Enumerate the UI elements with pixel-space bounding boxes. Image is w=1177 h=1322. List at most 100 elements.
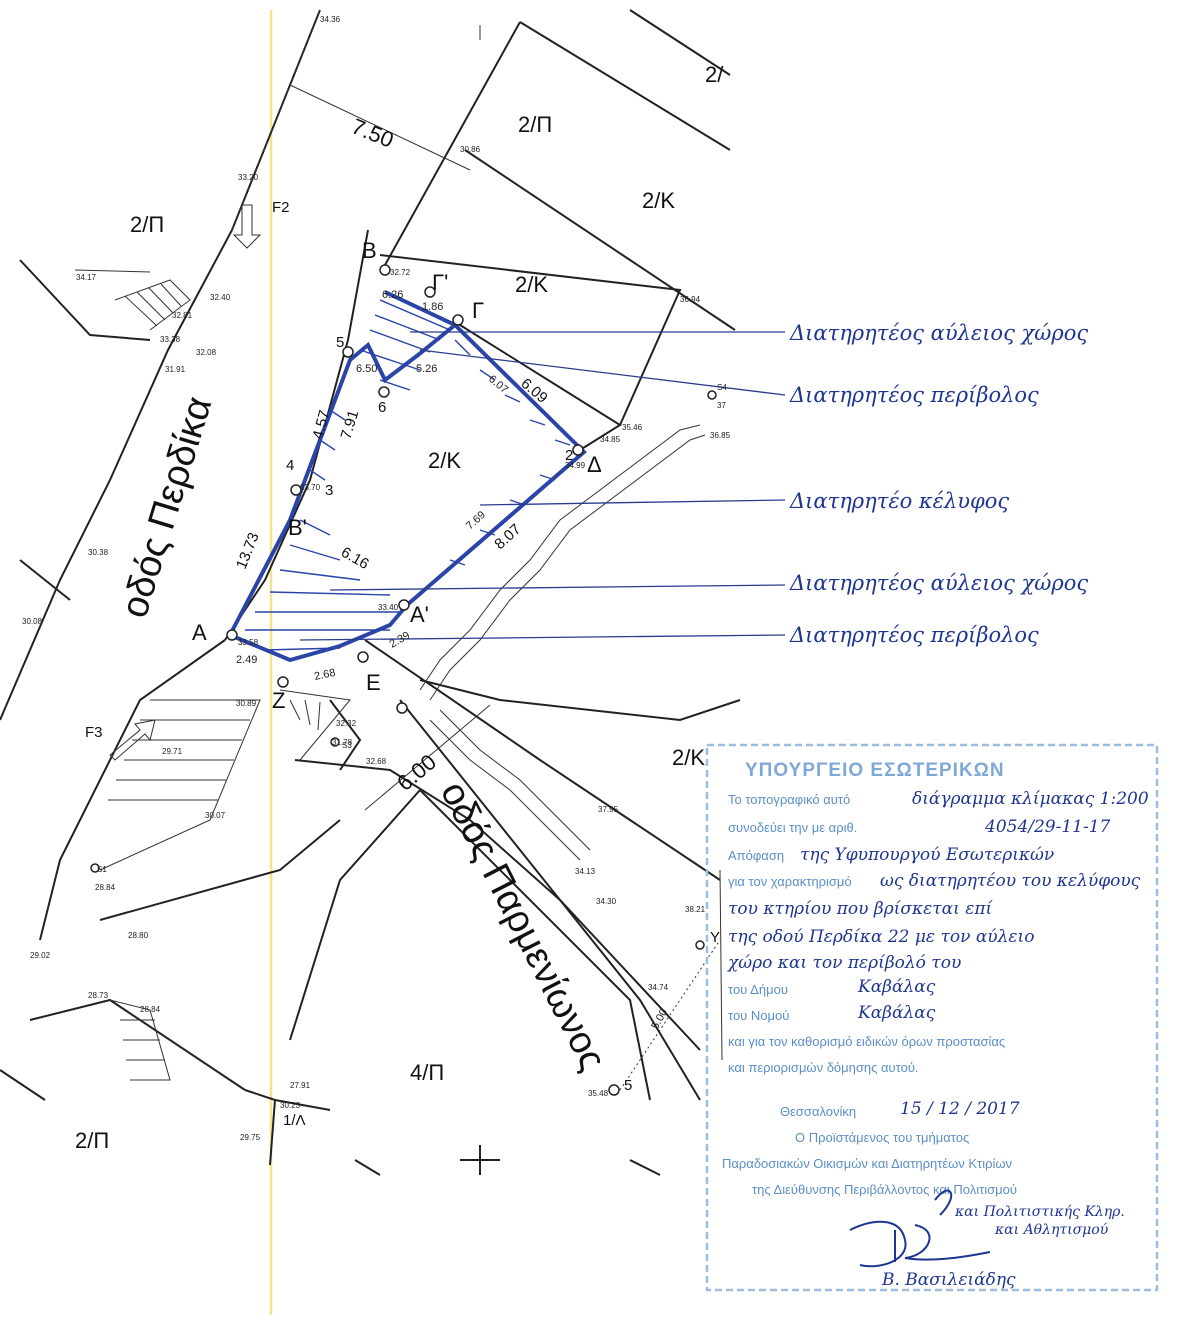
elevation: 35.46	[622, 423, 643, 432]
stamp-text: Απόφαση	[728, 848, 784, 863]
protected-boundary	[227, 290, 587, 663]
point-label: 6	[378, 399, 386, 416]
stamp-handwriting: Καβάλας	[857, 1003, 936, 1023]
elevation: 34.30	[596, 897, 617, 906]
elevation: 28.84	[140, 1005, 161, 1014]
annotation-enclosure: Διατηρητέος περίβολος	[789, 623, 1039, 647]
elevation: 30.08	[22, 617, 43, 626]
stamp-handwriting: της οδού Περδίκα 22 με τον αύλειο	[728, 927, 1034, 947]
point-label: 5	[624, 1077, 632, 1094]
stamp-text: συνοδεύει την με αριθ.	[728, 820, 857, 835]
dimension: 2.68	[313, 667, 336, 683]
elevation: 38.21	[685, 905, 706, 914]
point-label: Δ	[587, 452, 602, 477]
stamp-text: Παραδοσιακών Οικισμών και Διατηρητέων Κτ…	[722, 1156, 1012, 1171]
point-label: 5	[336, 334, 344, 351]
elevation: 34.17	[76, 273, 97, 282]
elevation: 33.70	[300, 483, 321, 492]
dimension: 7.50	[348, 113, 397, 152]
dimension: 6.00	[392, 749, 441, 796]
elevation: 33.38	[160, 335, 181, 344]
stamp-text: και περιορισμών δόμησης αυτού.	[728, 1060, 919, 1075]
parcel-label: 2/Π	[130, 212, 164, 237]
stamp-handwriting: και Αθλητισμού	[994, 1222, 1109, 1238]
point-label: 3	[325, 482, 333, 499]
elevation: 31.91	[165, 365, 186, 374]
parcel-label: 2/	[705, 62, 724, 87]
elevation: 32.32	[336, 719, 357, 728]
point-label: Γ	[472, 298, 484, 323]
elevation: 37	[717, 401, 726, 410]
annotation-enclosure: Διατηρητέος περίβολος	[789, 383, 1039, 407]
elevation: 34.74	[648, 983, 669, 992]
parcel-label: 2/Κ	[515, 272, 548, 297]
point-label: Α'	[410, 602, 429, 627]
dimension: 13.73	[233, 530, 263, 571]
survey-point-markers	[90, 264, 717, 1096]
elevation: 36.85	[710, 431, 731, 440]
elevation: 34.36	[320, 15, 341, 24]
elevation: 34.13	[575, 867, 596, 876]
point-label: Β'	[288, 515, 307, 540]
elevation: 32.68	[366, 757, 387, 766]
elevation: 30.89	[236, 699, 257, 708]
elevation: 27.91	[290, 1081, 311, 1090]
elevation: 33.20	[238, 173, 259, 182]
stamp-handwriting: 4054/29-11-17	[984, 817, 1111, 837]
point-label: Β	[362, 238, 377, 263]
annotation-courtyard: Διατηρητέος αύλειος χώρος	[789, 321, 1088, 345]
stamp-text: Ο Προϊστάμενος του τμήματος	[795, 1130, 969, 1145]
stamp-text: του Νομού	[728, 1008, 789, 1023]
stamp-handwriting: του κτηρίου που βρίσκεται επί	[728, 899, 994, 919]
flow-arrows	[109, 204, 262, 761]
point-label: Γ'	[432, 270, 448, 295]
point-label: Α	[192, 620, 207, 645]
elevation: 34.99	[565, 461, 586, 470]
dimension: 4.57	[309, 408, 333, 441]
stamp-text: για τον χαρακτηρισμό	[728, 874, 852, 889]
parcel-label: 1/Λ	[283, 1112, 306, 1129]
stamp-text: του Δήμου	[728, 982, 788, 997]
station: S4	[717, 383, 727, 392]
stamp-text: Το τοπογραφικό αυτό	[728, 792, 850, 807]
elevation: 29.75	[240, 1133, 261, 1142]
dimension: 2.39	[388, 629, 413, 650]
dimension: 7.91	[338, 408, 363, 441]
street-perdika: οδός Περδίκα	[113, 392, 220, 623]
stamp-handwriting: Καβάλας	[857, 977, 936, 997]
parcel-label: 2/Κ	[672, 745, 705, 770]
dimension: 7.69	[464, 509, 488, 532]
elevation: 28.73	[88, 991, 109, 1000]
parcel-label: 2/Π	[75, 1128, 109, 1153]
elevation: 30.86	[460, 145, 481, 154]
elevation: 32.08	[196, 348, 217, 357]
elevation: 37.95	[598, 805, 619, 814]
elevation: 36.94	[680, 295, 701, 304]
dimension: 6.50	[356, 363, 377, 375]
elevation: 32.72	[390, 268, 411, 277]
elevation: 34.85	[600, 435, 621, 444]
elevation: 30.23	[280, 1101, 301, 1110]
elevation-labels: 34.36 33.20 34.17 32.40 32.81 33.38 32.0…	[22, 15, 731, 1142]
dimension: 2.49	[236, 654, 257, 666]
station: S1	[97, 865, 107, 874]
stamp-handwriting: ως διατηρητέου του κελύφους	[880, 871, 1141, 891]
parcel-label: 2/Κ	[642, 188, 675, 213]
stamp-date: 15 / 12 / 2017	[900, 1099, 1020, 1119]
elevation: 28.84	[95, 883, 116, 892]
ministry-stamp: ΥΠΟΥΡΓΕΙΟ ΕΣΩΤΕΡΙΚΩΝ Το τοπογραφικό αυτό…	[705, 743, 1159, 1292]
street-parmenionos: οδός Παρμενίωνος	[432, 775, 614, 1077]
elevation: 33.58	[238, 638, 259, 647]
parcel-label: 2/Π	[518, 112, 552, 137]
signature	[849, 1189, 991, 1268]
elevation: 29.02	[30, 951, 51, 960]
elevation: 30.07	[205, 811, 226, 820]
parcel-labels: 2/Π 2/Π 2/Κ 2/Κ 2/Κ 2/ 2/Κ 4/Π 2/Π 1/Λ	[75, 62, 724, 1153]
elevation: 31.78	[332, 738, 353, 747]
base-map-lines	[0, 9, 741, 1176]
handwritten-annotations: Διατηρητέος αύλειος χώρος Διατηρητέος πε…	[789, 321, 1088, 647]
arrow-label: F2	[272, 199, 290, 216]
elevation: 28.80	[128, 931, 149, 940]
stamp-signer: Β. Βασιλειάδης	[881, 1270, 1016, 1290]
station: S3	[342, 741, 352, 750]
